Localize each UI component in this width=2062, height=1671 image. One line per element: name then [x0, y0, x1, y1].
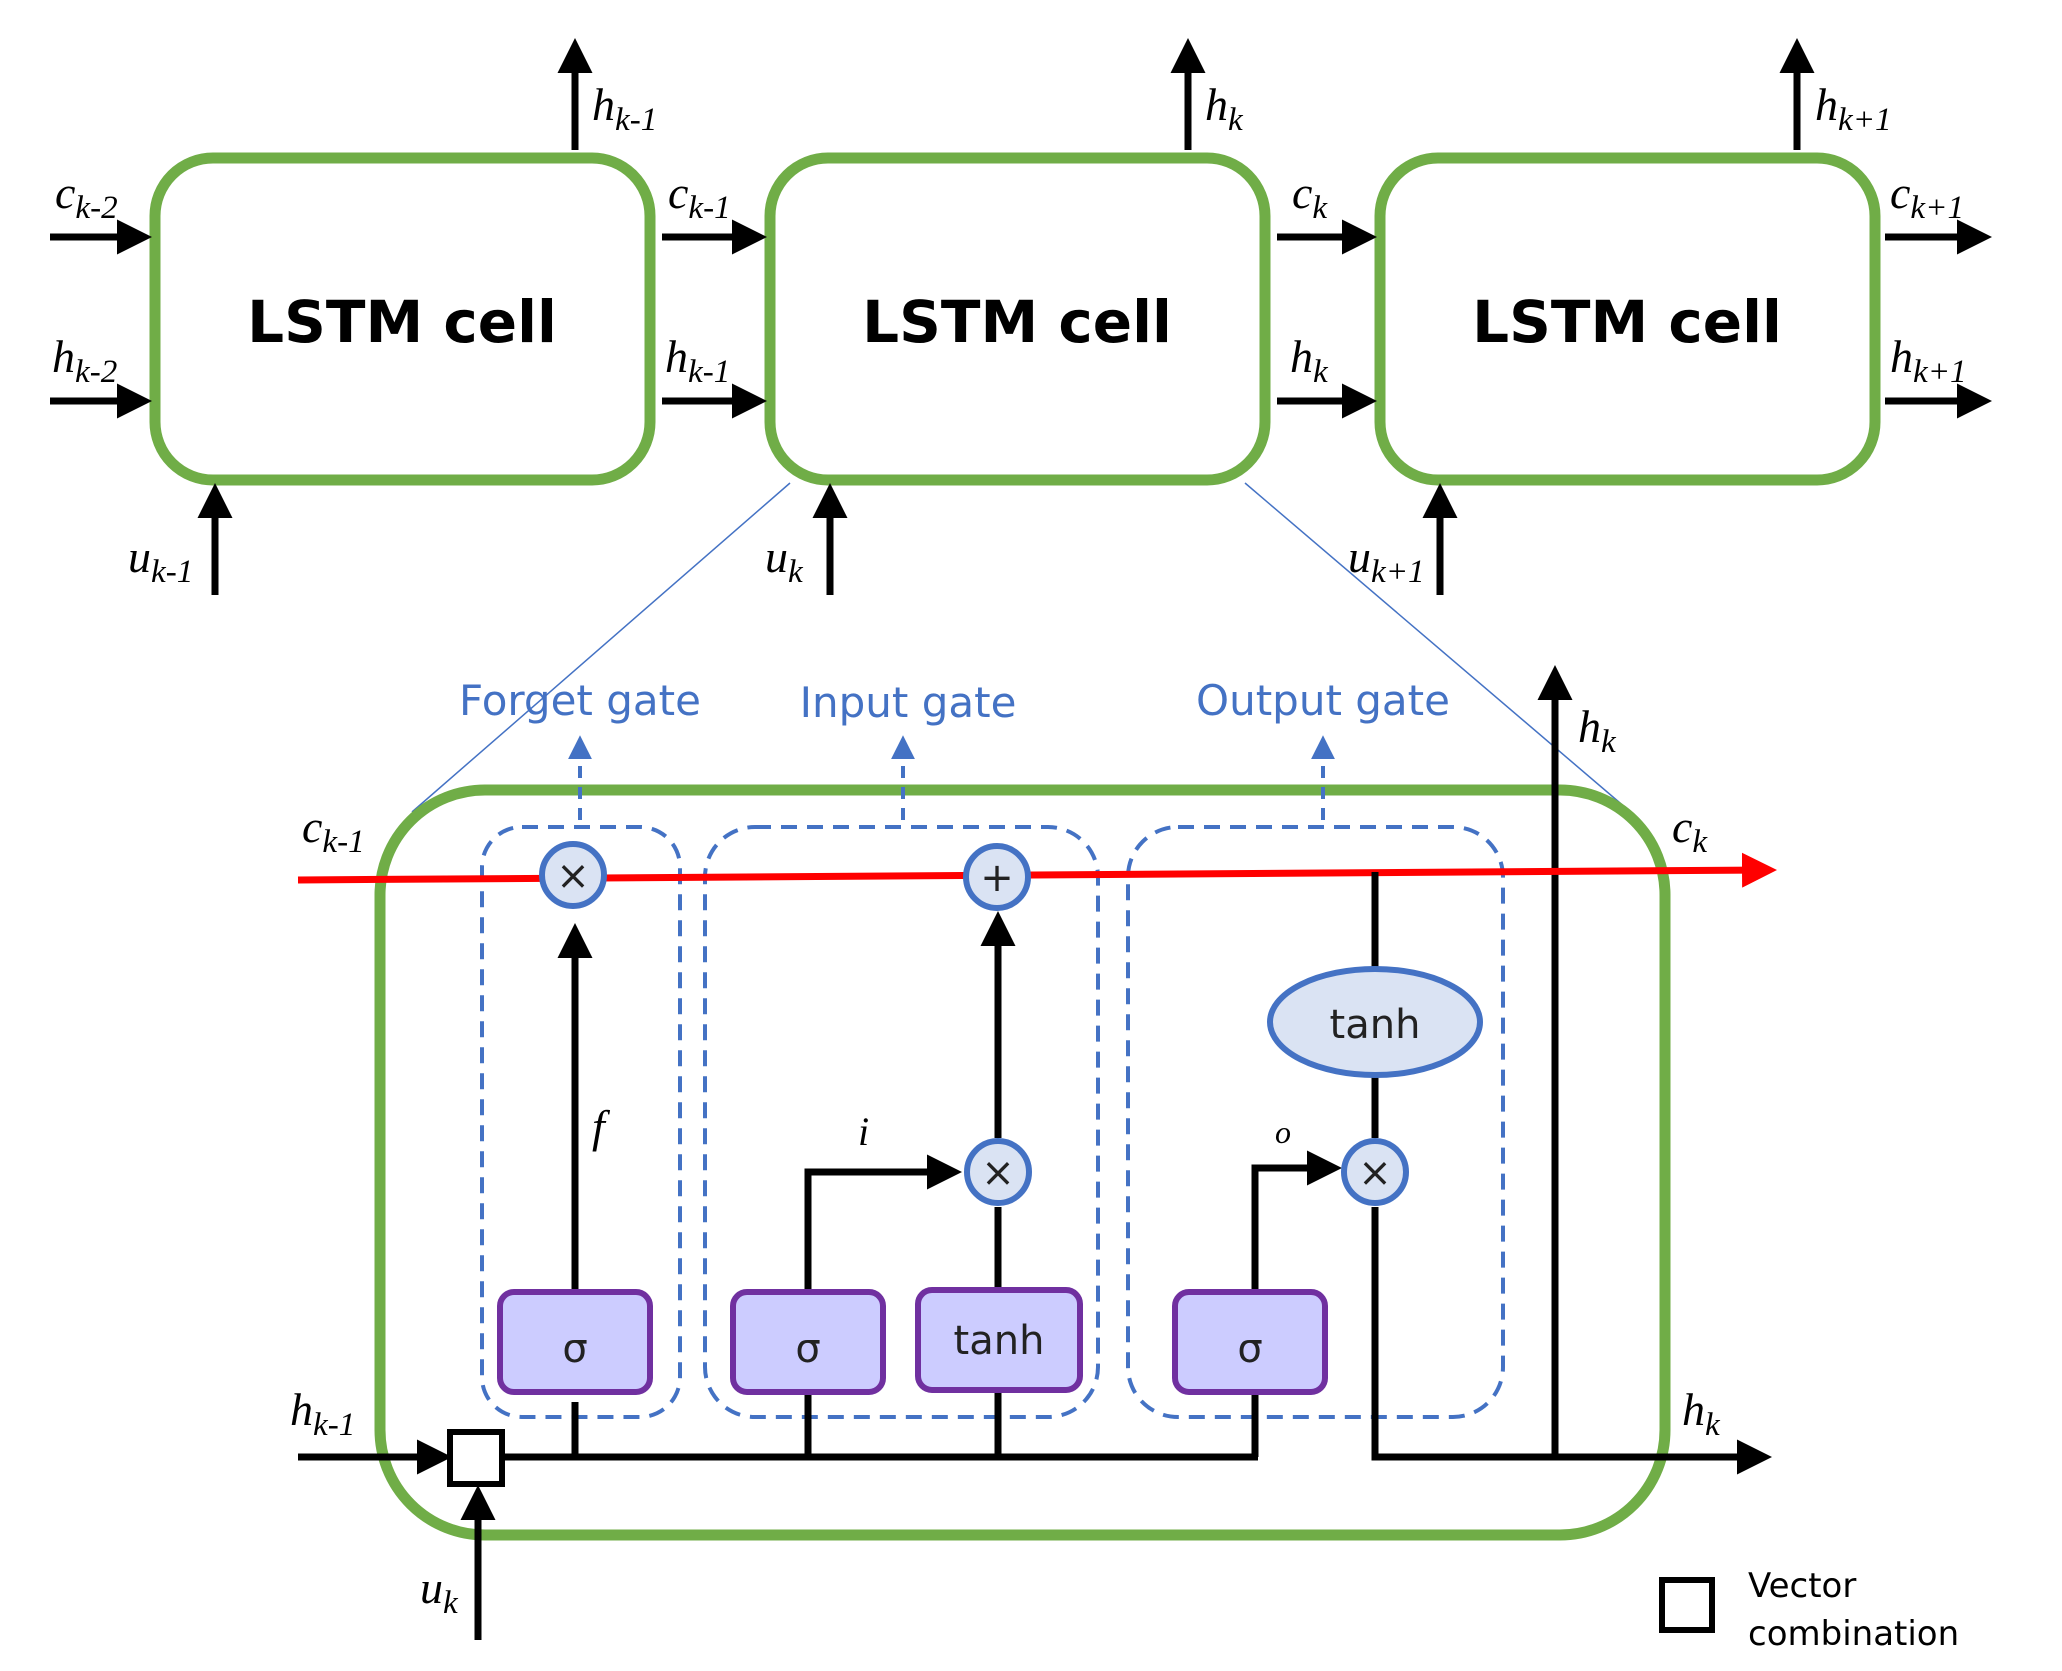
multiply-symbol: ×: [981, 1150, 1015, 1196]
label-f: f: [592, 1101, 611, 1152]
tanh-label: tanh: [1330, 1002, 1421, 1048]
label-u-in: uk: [420, 1562, 459, 1621]
label-c-out: ck: [1672, 801, 1708, 860]
input-i-arrow: [804, 1154, 962, 1292]
label-u-in: uk+1: [1348, 531, 1425, 590]
forget-gate-label: Forget gate: [459, 676, 701, 725]
label-c-in: ck-1: [668, 167, 731, 226]
legend-line-2: combination: [1748, 1614, 1959, 1654]
top-chain: LSTM cell ck-2 hk-2 uk-1 hk-1 LSTM cell …: [50, 38, 1992, 595]
output-tanh-ellipse: tanh: [1267, 966, 1483, 1078]
output-o-arrow: [1251, 1150, 1342, 1292]
label-h-out-right: hk: [1682, 1384, 1721, 1443]
multiply-symbol: ×: [556, 853, 590, 899]
label-h-out-up: hk+1: [1815, 79, 1892, 138]
label-c-out: ck+1: [1890, 167, 1964, 226]
label-h-out-up: hk: [1578, 701, 1617, 760]
cell-box: [1374, 152, 1881, 486]
label-h-in: hk-2: [52, 331, 117, 390]
cell-title: LSTM cell: [1472, 288, 1782, 356]
label-h-out-up: hk-1: [592, 79, 657, 138]
vector-combination-node: [447, 1429, 505, 1487]
label-h-in: hk: [1290, 331, 1329, 390]
multiply-symbol: ×: [1358, 1150, 1392, 1196]
sigma-label: σ: [795, 1326, 820, 1372]
forget-sigma-box: σ: [497, 1289, 653, 1395]
label-u-in: uk-1: [128, 531, 193, 590]
detail-cell-box: [374, 784, 1671, 1541]
lstm-detail: Forget gate Input gate Output gate: [290, 665, 1777, 1640]
label-h-out-up: hk: [1205, 79, 1244, 138]
sigma-label: σ: [1237, 1326, 1262, 1372]
output-gate-label: Output gate: [1196, 676, 1450, 725]
input-multiply-op: ×: [964, 1138, 1032, 1206]
zoom-line-right: [1244, 482, 1641, 821]
input-add-op: +: [963, 843, 1031, 911]
lstm-cell-3: LSTM cell ck hk uk+1 hk+1 ck+1 hk+1: [1277, 38, 1992, 595]
sigma-label: σ: [562, 1326, 587, 1372]
input-tanh-box: tanh: [915, 1287, 1083, 1393]
forget-gate-box: [480, 825, 682, 1419]
input-gate-label: Input gate: [800, 678, 1017, 727]
output-gate-box: [1126, 825, 1505, 1419]
cell-box: [764, 152, 1271, 486]
legend-square-icon: [1659, 1577, 1715, 1633]
lstm-cell-2: LSTM cell ck-1 hk-1 uk hk: [662, 38, 1271, 595]
cell-box: [149, 152, 656, 486]
legend-line-1: Vector: [1748, 1566, 1856, 1606]
tanh-label: tanh: [954, 1318, 1045, 1364]
label-i: i: [858, 1109, 869, 1154]
label-h-in: hk-1: [290, 1384, 355, 1443]
label-h-in: hk-1: [665, 331, 730, 390]
cell-state-line: [297, 852, 1777, 888]
label-h-out: hk+1: [1890, 331, 1967, 390]
zoom-line-left: [411, 482, 791, 813]
output-multiply-op: ×: [1341, 1138, 1409, 1206]
label-u-in: uk: [765, 531, 804, 590]
label-o: o: [1275, 1114, 1291, 1150]
output-sigma-box: σ: [1172, 1289, 1328, 1395]
label-c-in: ck: [1292, 167, 1328, 226]
label-c-in: ck-2: [55, 167, 118, 226]
legend: Vector combination: [1659, 1566, 1959, 1654]
input-sigma-box: σ: [730, 1289, 886, 1395]
h-out-right-arrow: [1371, 1207, 1772, 1475]
cell-title: LSTM cell: [247, 288, 557, 356]
cell-title: LSTM cell: [862, 288, 1172, 356]
forget-multiply-op: ×: [539, 841, 607, 909]
add-symbol: +: [980, 855, 1014, 901]
lstm-cell-1: LSTM cell ck-2 hk-2 uk-1 hk-1: [50, 38, 657, 595]
label-c-in: ck-1: [302, 801, 365, 860]
